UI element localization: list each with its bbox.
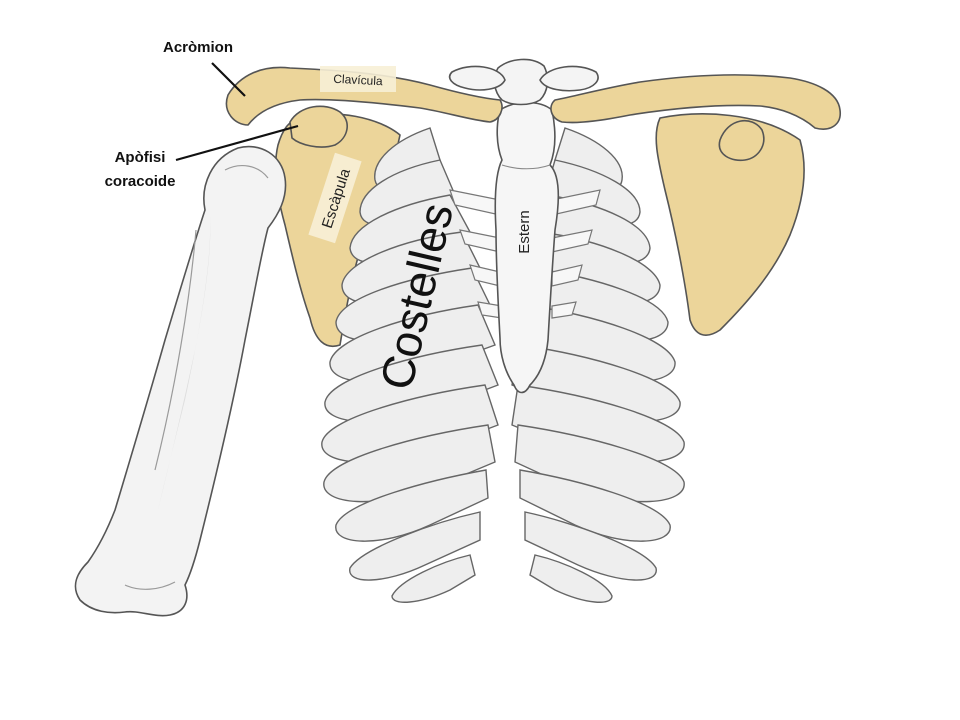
manubrium-bone bbox=[448, 58, 599, 106]
ribs-left bbox=[321, 127, 499, 603]
clavicle-right-bone bbox=[550, 73, 841, 130]
costal-cartilage bbox=[449, 189, 601, 319]
acromion-leader-line bbox=[211, 62, 246, 97]
acromion-label: Acròmion bbox=[163, 39, 233, 56]
escapula-label-box bbox=[308, 152, 362, 244]
ribs-right bbox=[511, 127, 685, 603]
sternum-bone bbox=[494, 101, 560, 394]
apofisi-leader-line bbox=[175, 124, 299, 162]
apofisi-label-line1: Apòfisi bbox=[115, 149, 166, 166]
scapula-right-bone bbox=[655, 113, 805, 336]
apofisi-label-line2: coracoide bbox=[105, 173, 176, 190]
estern-label: Estern bbox=[516, 210, 533, 253]
coracoid-process-bone bbox=[289, 105, 348, 148]
clavicula-label: Clavícula bbox=[333, 72, 383, 89]
humerus-bone bbox=[74, 145, 287, 617]
clavicula-label-box bbox=[320, 66, 396, 92]
